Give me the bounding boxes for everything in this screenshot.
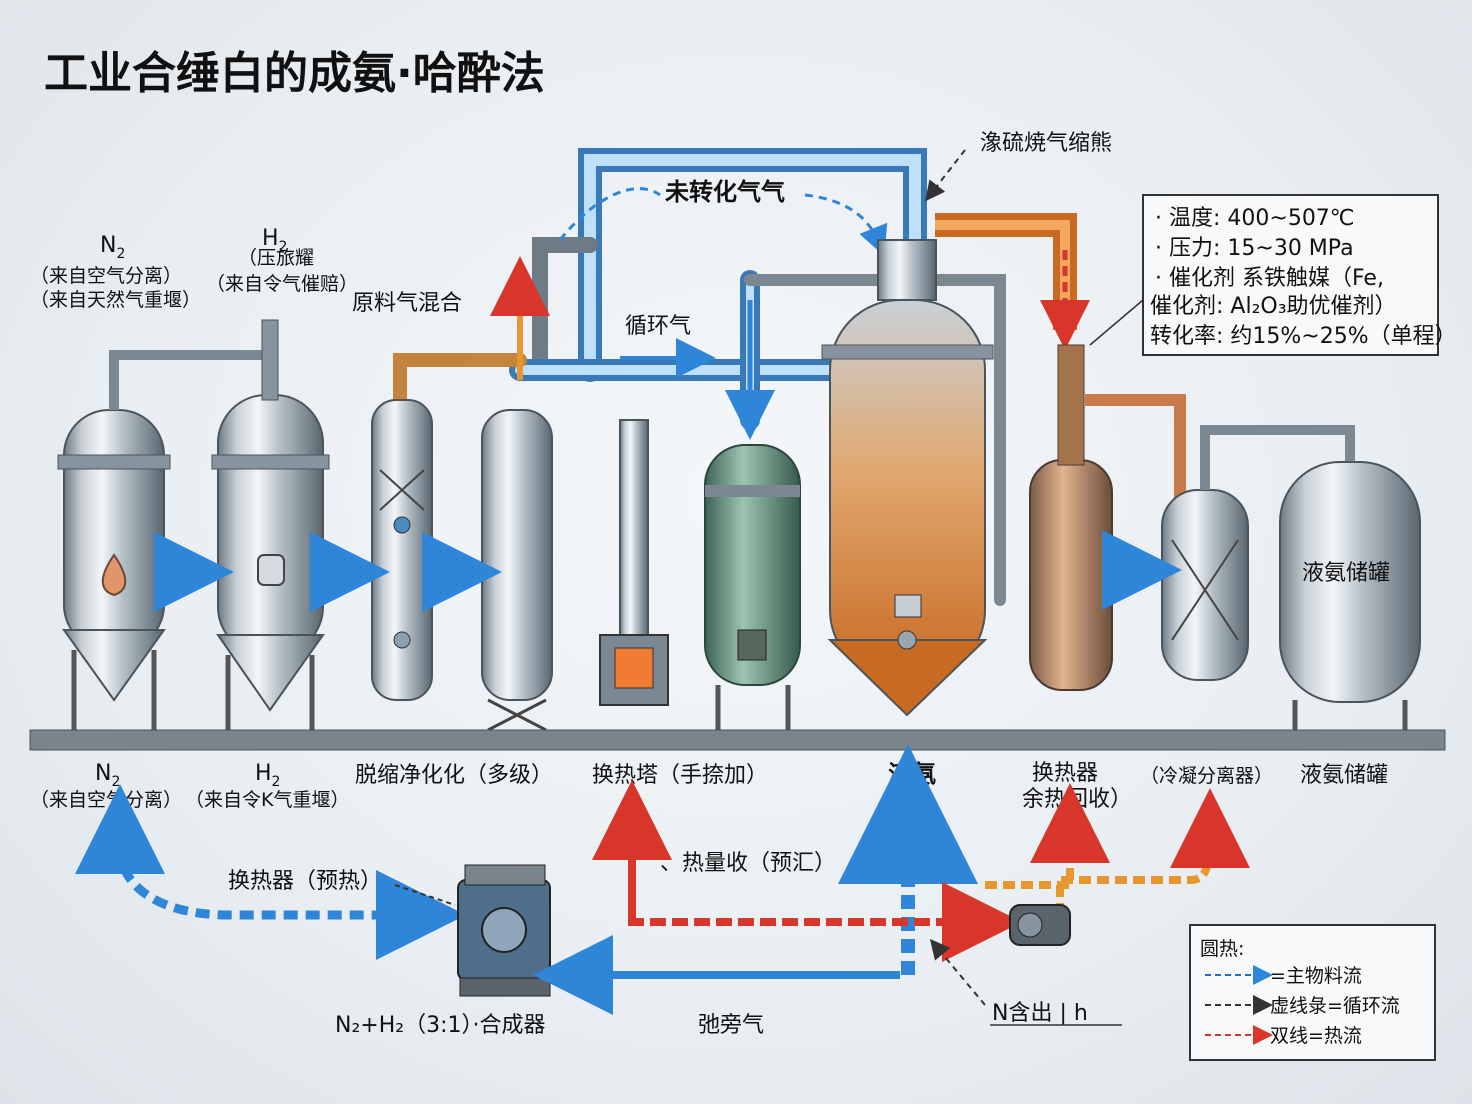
- n2-top-line2: （来自天然气重堰）: [30, 289, 201, 311]
- compressor: [457, 864, 551, 997]
- preheat-exchanger-label: 换热器（预热）: [228, 869, 382, 894]
- condition-line-1: · 压力: 15~30 MPa: [1155, 236, 1354, 261]
- heat-red-arrow: [628, 830, 1022, 962]
- pump: [1009, 904, 1071, 946]
- h2-top-formula: H2: [262, 226, 287, 255]
- top-right-label: 潒硫焼气缩熊: [980, 131, 1112, 156]
- heat-tower: [599, 419, 669, 706]
- feed-mix-label: 原料气混合: [352, 291, 462, 316]
- unconverted-gas-arrow: [558, 187, 661, 241]
- unconverted-gas-arrow-2: [804, 193, 888, 257]
- mixed-gas-label: N₂+H₂（3:1）·合成器: [335, 1013, 545, 1038]
- green-vessel: [704, 444, 801, 730]
- condition-line-3: 催化剂: Al₂O₃助优催剂）: [1150, 294, 1397, 319]
- h2-top-line1: （来自令气催赔）: [206, 273, 358, 295]
- legend: 圆热: =主物料流 虚线彔=循环流 双线=热流: [1189, 924, 1436, 1061]
- n-inlet-label: N含出 | h: [992, 1001, 1088, 1026]
- orange-return-2: [985, 783, 1110, 889]
- h2-bottom-formula: H2: [255, 761, 280, 790]
- heat-recovery-label: 余热回收）: [1022, 787, 1132, 812]
- feed-curve-arrow: [114, 824, 466, 960]
- synthesis-reactor: [821, 239, 994, 717]
- orange-return-1: [1056, 788, 1250, 915]
- legend-item-1: 虚线彔=循环流: [1270, 995, 1400, 1017]
- conditions-box: · 温度: 400~507℃ · 压力: 15~30 MPa · 催化剂 系铁触…: [1089, 194, 1457, 356]
- diagram-title: 工业合缍白的成氨·哈酔法: [44, 48, 545, 99]
- n2-top-formula: N2: [100, 233, 125, 262]
- mixing-tower: [481, 409, 553, 732]
- storage-tank: [1279, 461, 1421, 730]
- heat-exchanger-label: 换热器: [1032, 761, 1098, 786]
- heat-tower-label: 换热塔（手捺加）: [592, 763, 768, 788]
- heat-absorb-label: 、热量收（预汇）: [660, 851, 836, 876]
- cold-separator-label: （冷凝分离器）: [1140, 765, 1273, 787]
- purifier-column: [371, 399, 433, 701]
- n-inlet-arrow: [929, 938, 986, 1006]
- h2-top-line0: （压旅耀: [238, 247, 314, 269]
- copper-exchanger: [1029, 344, 1113, 691]
- preheat-pointer: [394, 884, 456, 906]
- unconverted-gas-label: 未转化气气: [665, 178, 785, 206]
- h2-bottom-desc: （来自令K气重堰）: [185, 789, 349, 811]
- liquid-ammonia-label: 液氨: [888, 760, 936, 788]
- cold-separator: [1161, 425, 1355, 681]
- n2-bottom-formula: N2: [95, 761, 120, 790]
- n2-bottom-desc: （来自空气分离）: [30, 789, 182, 811]
- storage-tank-label: 液氨储罐: [1302, 561, 1390, 586]
- condition-line-2: · 催化剂 系铁触媒（Fe,: [1155, 266, 1384, 291]
- floor-platform: [29, 729, 1446, 751]
- storage-bottom-label: 液氨储罐: [1300, 763, 1388, 788]
- recycle-gas-label: 循环气: [625, 314, 691, 339]
- legend-item-2: 双线=热流: [1270, 1025, 1362, 1047]
- legend-item-0: =主物料流: [1270, 965, 1362, 987]
- top-label-arrow: [925, 149, 966, 202]
- condition-line-4: 转化率: 约15%~25%（单程）: [1150, 324, 1457, 349]
- legend-title: 圆热:: [1200, 938, 1244, 960]
- h2-tank: [211, 319, 330, 730]
- n2-tank: [57, 350, 270, 730]
- condition-line-0: · 温度: 400~507℃: [1155, 206, 1355, 231]
- purifier-label: 脱缩净化化（多级）: [355, 763, 553, 788]
- flow-arrows: [154, 530, 1182, 612]
- purge-gas-label: 弛旁气: [698, 1013, 764, 1038]
- n2-top-line1: （来自空气分离）: [30, 265, 182, 287]
- hot-pipe: [935, 213, 1186, 500]
